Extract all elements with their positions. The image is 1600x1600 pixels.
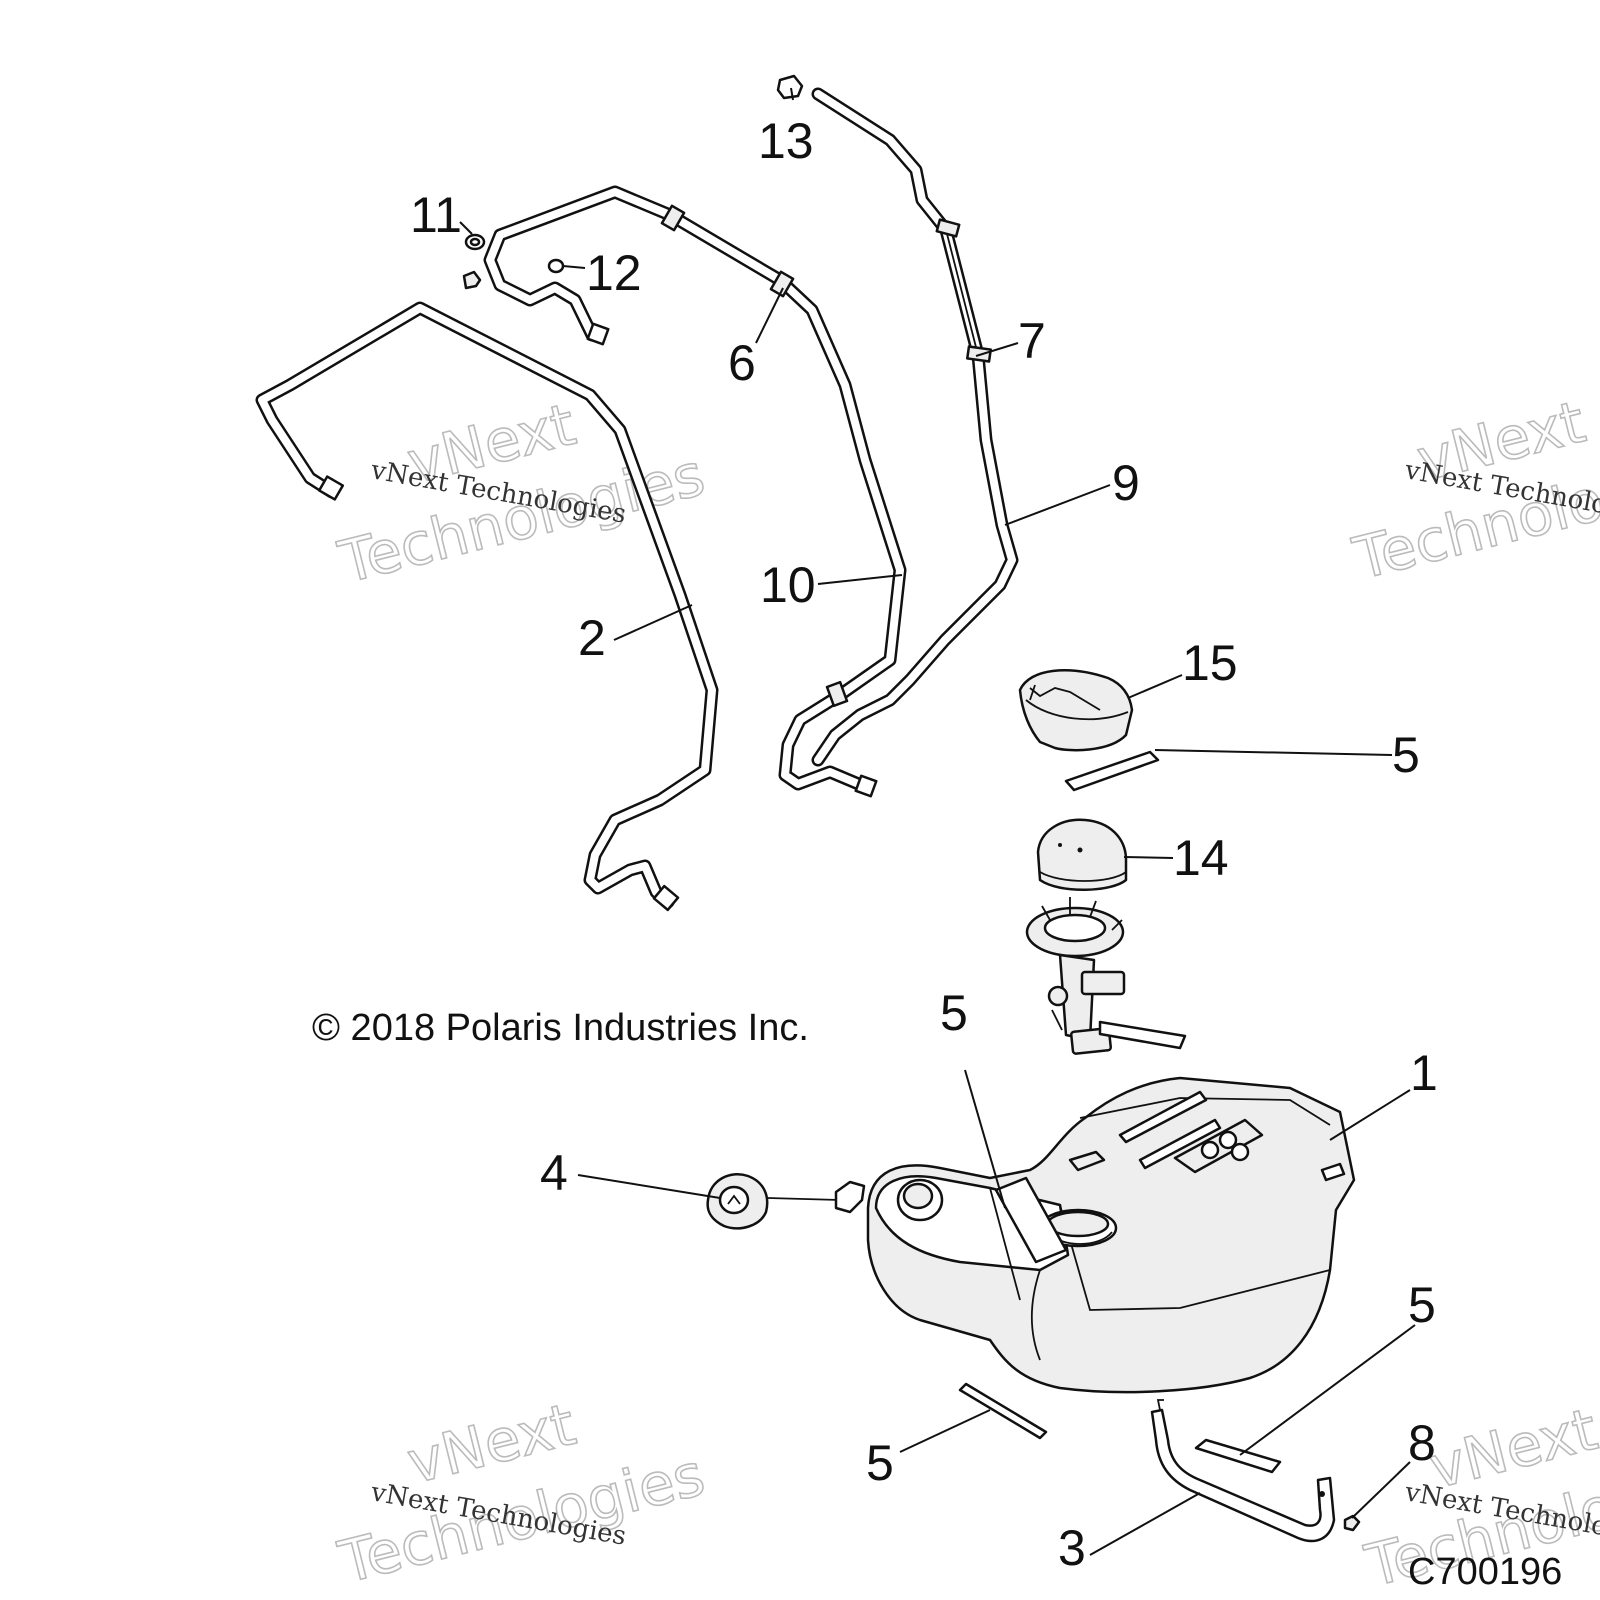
strap-3 [1150,1399,1336,1543]
callout-14: 14 [1173,830,1229,886]
callout-4: 4 [540,1145,568,1201]
diagram-code: C700196 [1408,1551,1562,1593]
watermark-bottom-left: vNext Technologies [331,1389,712,1597]
fuel-tank-1 [866,1076,1356,1394]
callout-5-strap-pad: 5 [1408,1277,1436,1333]
clip-13 [776,74,804,100]
fuel-line-2 [255,301,719,912]
callout-8: 8 [1408,1415,1436,1471]
clamp-11 [462,233,486,290]
callout-5-bottom-pad: 5 [866,1435,894,1491]
callout-labels: 1 2 3 4 5 5 5 5 6 7 8 9 10 11 12 13 14 1… [410,113,1438,1576]
pad-5-bottom [958,1382,1048,1440]
leader-lines [459,87,1416,1556]
fitting-12 [547,258,565,274]
callout-13: 13 [758,113,814,169]
seal-ring-14 [1036,818,1128,891]
callout-9: 9 [1112,455,1140,511]
fuel-pump-assembly [1025,897,1187,1055]
pad-5-tank [994,1176,1068,1264]
callout-5-cover-pad: 5 [1392,727,1420,783]
pad-5-top [1064,750,1160,792]
callout-5-tank-pad: 5 [940,985,968,1041]
fuel-cap-4 [706,1173,866,1230]
bolt-8 [1343,1514,1361,1532]
fuel-line-9 [811,87,1019,767]
callout-2: 2 [578,610,606,666]
fuel-line-10 [483,185,907,798]
pad-5-strap [1194,1438,1282,1474]
callout-12: 12 [586,245,642,301]
copyright-notice: © 2018 Polaris Industries Inc. [312,1007,809,1049]
callout-11: 11 [410,187,462,243]
callout-15: 15 [1182,635,1238,691]
callout-1: 1 [1410,1045,1438,1101]
cover-15 [1018,669,1134,752]
callout-7: 7 [1018,313,1046,369]
callout-6: 6 [728,335,756,391]
callout-10: 10 [760,557,816,613]
callout-3: 3 [1058,1520,1086,1576]
